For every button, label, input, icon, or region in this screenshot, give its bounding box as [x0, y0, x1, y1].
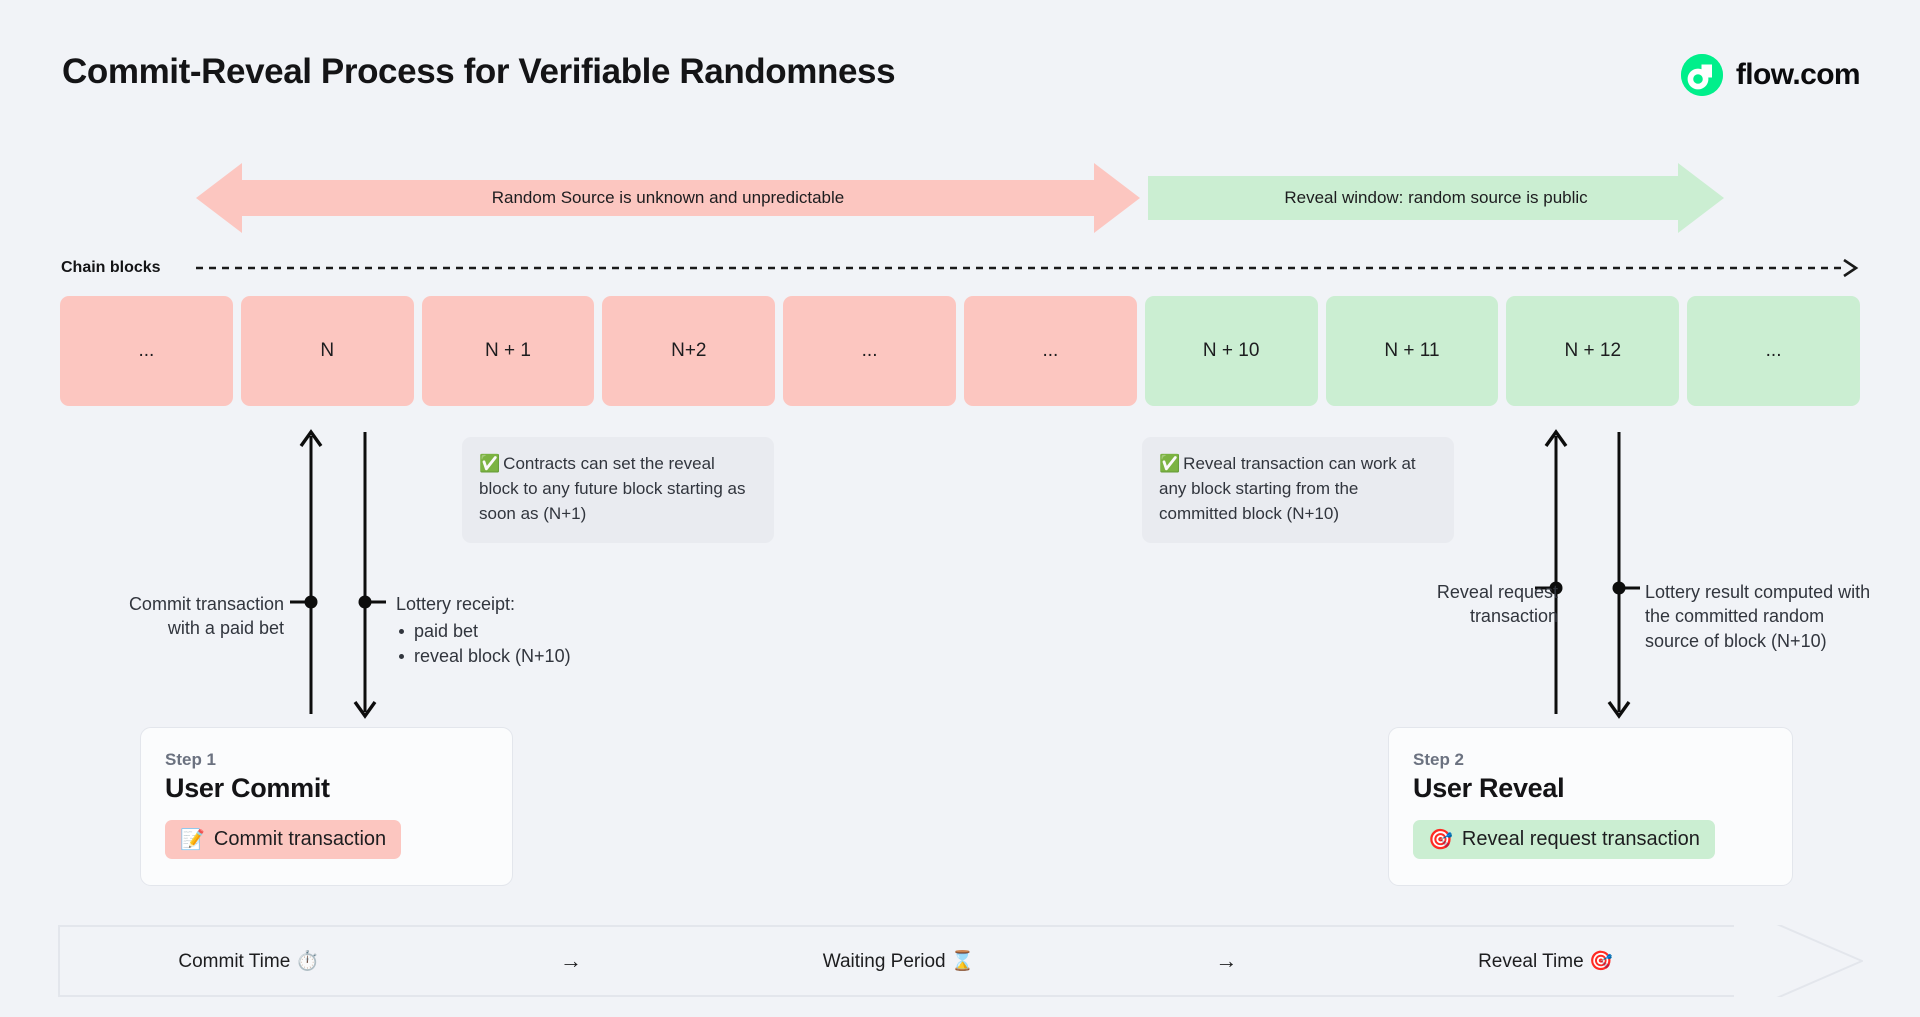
step-card-user-commit[interactable]: Step 1 User Commit 📝 Commit transaction — [140, 727, 513, 886]
annotation-lottery-result: Lottery result computed with the committ… — [1645, 582, 1871, 651]
pill-label: Reveal request transaction — [1461, 828, 1700, 850]
list-item: reveal block (N+10) — [396, 644, 686, 668]
chain-block[interactable]: N + 11 — [1325, 296, 1499, 406]
page-title: Commit-Reveal Process for Verifiable Ran… — [62, 52, 896, 91]
receipt-connector-down-arrow-icon — [353, 432, 386, 719]
step-kicker: Step 2 — [1413, 750, 1465, 769]
chain-block[interactable]: ... — [783, 296, 956, 406]
chain-block[interactable]: N — [240, 296, 414, 406]
chain-block[interactable]: N + 12 — [1506, 296, 1680, 406]
reveal-connector-up-arrow-icon — [1535, 429, 1568, 714]
chain-block[interactable]: ... — [1687, 296, 1860, 406]
note-text: Contracts can set the reveal block to an… — [479, 454, 746, 523]
annotation-commit-transaction: Commit transaction with a paid bet — [128, 594, 284, 639]
timeline-arrow-outline-icon — [58, 925, 1863, 997]
commit-transaction-pill[interactable]: 📝 Commit transaction — [165, 820, 402, 859]
phase-label-unknown: Random Source is unknown and unpredictab… — [491, 188, 845, 207]
phase-arrow-reveal: Reveal window: random source is public — [1148, 163, 1724, 233]
memo-emoji: 📝 — [180, 829, 205, 851]
phase-arrow-row: Random Source is unknown and unpredictab… — [196, 163, 1724, 233]
bottom-timeline: Commit Time ⏱️ → Waiting Period ⌛ → Reve… — [58, 925, 1863, 997]
check-mark-button-emoji: ✅ — [479, 454, 501, 473]
chain-block[interactable]: ... — [963, 296, 1137, 406]
pill-label: Commit transaction — [213, 828, 387, 850]
chain-block[interactable]: N+2 — [602, 296, 776, 406]
chain-block[interactable]: N + 10 — [1144, 296, 1318, 406]
chain-block[interactable]: N + 1 — [421, 296, 595, 406]
annotation-lottery-receipt: Lottery receipt: paid bet reveal block (… — [396, 592, 686, 668]
check-mark-button-emoji: ✅ — [1159, 454, 1181, 473]
double-arrow-shape-icon — [196, 163, 1140, 233]
chain-timeline-arrow-icon — [196, 258, 1859, 278]
lottery-receipt-title: Lottery receipt: — [396, 594, 516, 614]
step-card-user-reveal[interactable]: Step 2 User Reveal 🎯 Reveal request tran… — [1388, 727, 1793, 886]
timeline-commit-time: Commit Time ⏱️ — [178, 951, 320, 972]
chain-blocks-row: ... N N + 1 N+2 ... ... N + 10 N + 11 N … — [60, 296, 1860, 406]
step-title: User Commit — [165, 773, 330, 803]
commit-connector-up-arrow-icon — [290, 429, 323, 714]
step-title: User Reveal — [1413, 773, 1565, 803]
timeline-arrow-icon: → — [1215, 948, 1238, 973]
lottery-receipt-list: paid bet reveal block (N+10) — [396, 619, 686, 668]
right-arrow-shape-icon — [1148, 163, 1724, 233]
chain-blocks-label: Chain blocks — [61, 259, 161, 276]
step-kicker: Step 1 — [165, 750, 217, 769]
flow-logo: flow.com — [1680, 54, 1861, 96]
timeline-reveal-time: Reveal Time 🎯 — [1478, 951, 1613, 972]
phase-arrow-unknown: Random Source is unknown and unpredictab… — [196, 163, 1140, 233]
result-connector-down-arrow-icon — [1607, 432, 1640, 719]
note-text: Reveal transaction can work at any block… — [1159, 454, 1416, 523]
timeline-arrow-icon: → — [559, 948, 582, 973]
annotation-reveal-request-transaction: Reveal request transaction — [1436, 582, 1558, 627]
phase-label-reveal: Reveal window: random source is public — [1284, 188, 1588, 207]
direct-hit-emoji: 🎯 — [1428, 829, 1453, 851]
timeline-waiting-period: Waiting Period ⌛ — [822, 951, 975, 972]
flow-logo-text: flow.com — [1735, 58, 1861, 91]
note-contracts-reveal-block: ✅Contracts can set the reveal block to a… — [462, 437, 774, 543]
flow-logo-icon — [1680, 54, 1723, 96]
chain-block[interactable]: ... — [60, 296, 233, 406]
reveal-request-transaction-pill[interactable]: 🎯 Reveal request transaction — [1413, 820, 1715, 859]
list-item: paid bet — [396, 619, 686, 643]
note-reveal-transaction-window: ✅Reveal transaction can work at any bloc… — [1142, 437, 1454, 543]
